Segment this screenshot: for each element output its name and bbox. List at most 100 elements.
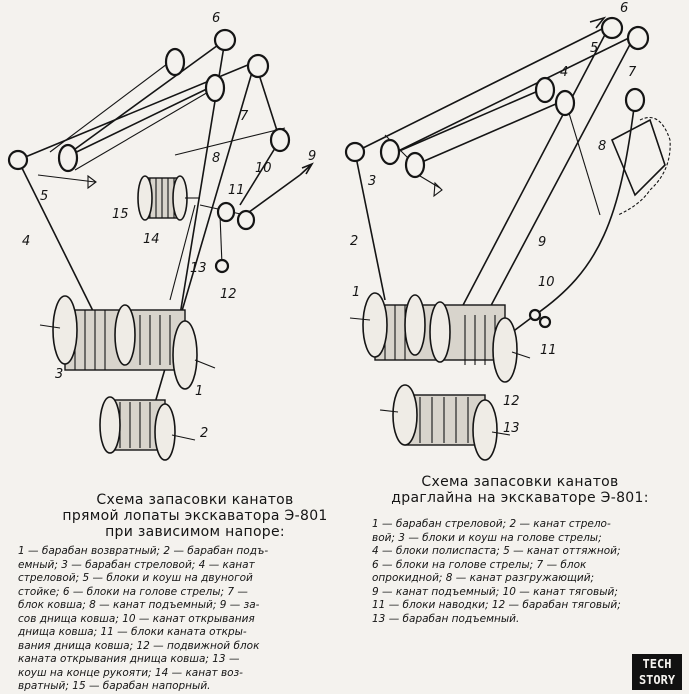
label-10: 10 (255, 161, 272, 176)
label-7: 7 (240, 109, 249, 124)
legend-line: коуш на конце рукояти; 14 — канат воз- (18, 666, 243, 679)
label-r-4: 4 (560, 65, 568, 80)
shovel-title-line-1: Схема запасовки канатов (96, 492, 294, 508)
block-6a (600, 16, 624, 40)
boom-rope-2 (354, 151, 386, 301)
boom-rope-inner2 (59, 84, 216, 161)
dragline-title-line-2: драглайна на экскаваторе Э-801: (391, 490, 649, 506)
label-r-5: 5 (590, 41, 598, 56)
legend-line: вратный; 15 — барабан напорный. (18, 680, 211, 692)
label-5: 5 (40, 189, 48, 204)
stand-leg-2 (74, 87, 216, 171)
label-r-7: 7 (628, 65, 637, 80)
label-15: 15 (112, 207, 129, 222)
block-boom-head-6b (246, 53, 270, 79)
block-boom-head-6a (213, 28, 237, 52)
legend-line: 4 — блоки полиспаста; 5 — канат оттяжной… (372, 545, 621, 557)
block-6b (626, 25, 650, 51)
legend-line: каната открывания днища ковша; 13 — (18, 653, 240, 665)
dump-rope-8 (610, 118, 666, 197)
legend-line: 13 — барабан подъемный. (372, 612, 520, 625)
rope-6-line (174, 127, 286, 156)
block-4a (534, 76, 556, 104)
legend-line: блок ковша; 8 — канат подъемный; 9 — за- (18, 599, 260, 611)
label-3: 3 (55, 367, 63, 382)
label-13: 13 (190, 261, 207, 276)
block-boom-foot (7, 149, 29, 171)
dump-rope-vertical (219, 214, 223, 266)
label-14: 14 (143, 232, 160, 247)
legend-line: 9 — канат подъемный; 10 — канат тяговый; (372, 585, 618, 598)
label-1: 1 (195, 384, 203, 399)
label-r-3: 3 (368, 174, 376, 189)
shovel-scheme: 6 8 7 9 10 11 5 15 14 4 13 12 3 1 2 (7, 11, 316, 461)
block-11-guide-a (528, 308, 542, 322)
block-11a (216, 201, 236, 223)
legend-line: 6 — блоки на голове стрелы; 7 — блок (372, 558, 587, 571)
tech-story-logo: TECH STORY (632, 654, 682, 690)
dragline-scheme: 6 5 4 7 8 3 2 9 10 1 11 12 13 (344, 1, 671, 461)
legend-line: сов днища ковша; 10 — канат открывания (18, 612, 255, 625)
drum-15 (137, 175, 200, 221)
label-9: 9 (308, 149, 316, 164)
label-4: 4 (22, 234, 30, 249)
dump-rope-10 (244, 174, 301, 216)
label-r-9: 9 (538, 235, 546, 250)
legend-line: днища ковша; 11 — блоки каната откры- (18, 626, 247, 638)
drum-1-3 (39, 295, 216, 390)
logo-line-2: STORY (638, 673, 676, 687)
label-r-11: 11 (540, 343, 557, 358)
legend-line: вания днища ковша; 12 — подвижной блок (18, 639, 260, 652)
block-boom-foot-right (344, 141, 366, 163)
block-11-guide-b (538, 315, 552, 329)
block-stand-5c (204, 73, 226, 103)
boom-rope-inner (59, 39, 226, 161)
hoist-rope-9b (449, 24, 611, 331)
block-bucket-7 (269, 127, 291, 153)
legend-line: емный; 3 — барабан стреловой; 4 — канат (18, 558, 255, 571)
stand-leg-1 (49, 57, 176, 153)
drag-rope-10 (494, 99, 636, 346)
rope-reeving-diagrams: 6 8 7 9 10 11 5 15 14 4 13 12 3 1 2 (7, 1, 671, 461)
shovel-legend: 1 — барабан возвратный; 2 — барабан подъ… (18, 545, 330, 694)
drum-1-right (349, 292, 531, 383)
legend-line: 11 — блоки наводки; 12 — барабан тяговый… (372, 599, 621, 611)
drum-13 (379, 384, 511, 461)
label-r-13: 13 (503, 421, 520, 436)
label-2: 2 (200, 426, 208, 441)
label-r-8: 8 (598, 139, 606, 154)
tackle-rope-b (414, 99, 566, 166)
legend-line: 1 — барабан возвратный; 2 — барабан подъ… (18, 545, 269, 557)
label-11: 11 (228, 183, 245, 198)
label-12: 12 (220, 287, 237, 302)
arrow-6-icon (589, 16, 607, 29)
coush-right-icon (433, 181, 443, 198)
legend-line: 1 — барабан стреловой; 2 — канат стрело- (372, 518, 611, 530)
legend-line: вой; 3 — блоки и коуш на голове стрелы; (372, 531, 602, 544)
label-r-2: 2 (350, 234, 358, 249)
legend-line: стойке; 6 — блоки на голове стрелы; 7 — (18, 585, 248, 598)
stand-rope-5 (37, 174, 96, 183)
block-stand-5b (164, 47, 186, 77)
dragline-title-line-1: Схема запасовки канатов (421, 474, 619, 490)
label-r-1: 1 (352, 285, 360, 300)
hoist-rope-lower (239, 139, 281, 206)
return-rope-14 (169, 204, 196, 301)
block-13 (214, 258, 230, 274)
boom-rope-2-upper (354, 24, 611, 153)
logo-line-1: TECH (642, 657, 672, 671)
block-stand-5a (57, 143, 79, 173)
dragline-title: Схема запасовки канатов драглайна на экс… (360, 474, 680, 506)
dump-chain (617, 116, 671, 216)
block-4b (554, 89, 576, 117)
arrow-9-icon (299, 162, 314, 176)
label-r-12: 12 (503, 394, 520, 409)
boom-rope-4 (17, 159, 96, 316)
label-8: 8 (212, 151, 220, 166)
tackle-to-bucket (564, 99, 601, 216)
block-3a (379, 138, 401, 166)
legend-line: опрокидной; 8 — канат разгружающий; (372, 572, 595, 584)
tackle-rope-a (389, 87, 546, 156)
shovel-title-line-2: прямой лопаты экскаватора Э-801 (62, 508, 328, 524)
shovel-title: Схема запасовки канатов прямой лопаты эк… (40, 492, 350, 540)
